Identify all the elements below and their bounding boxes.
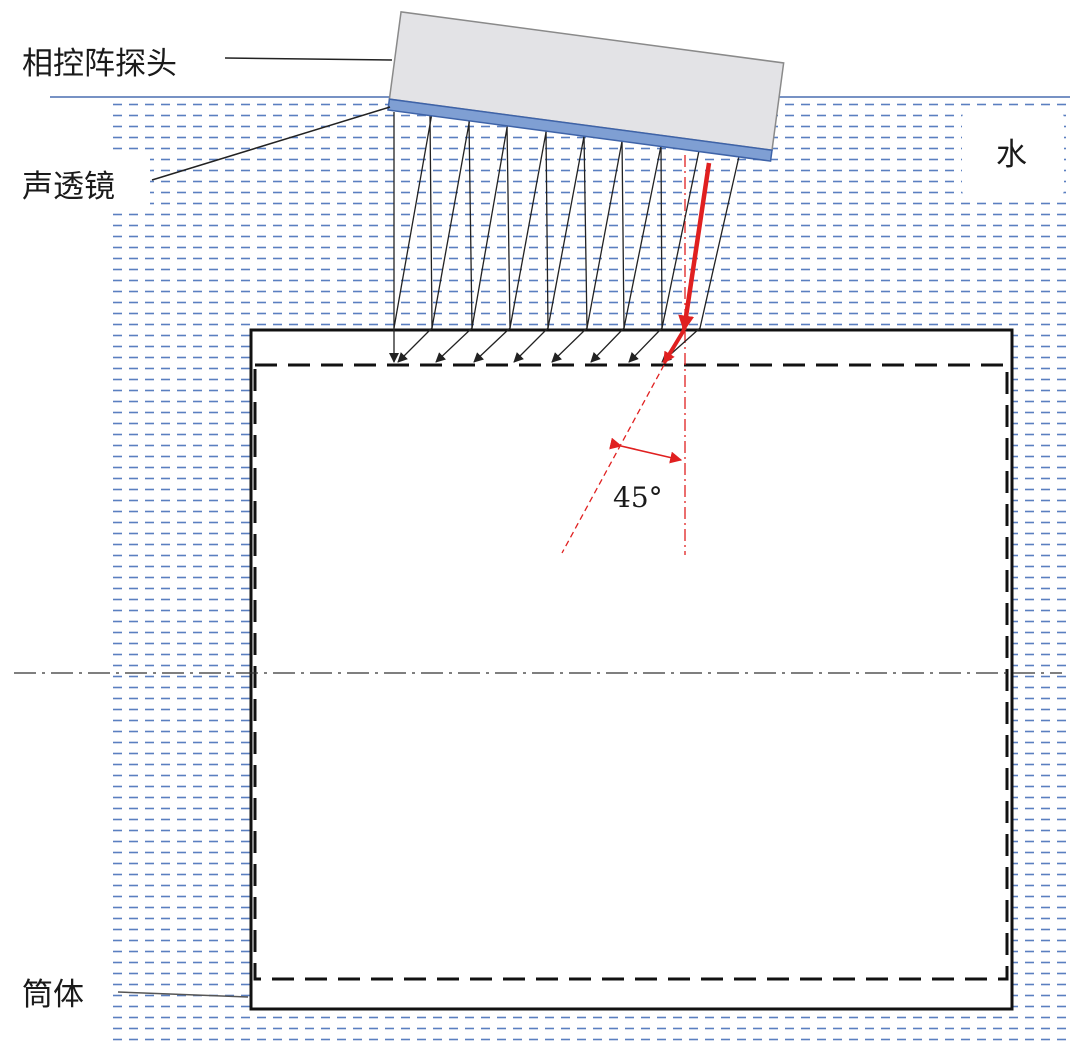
cylinder-leader-line xyxy=(117,991,249,998)
probe-label: 相控阵探头 xyxy=(22,46,177,82)
lens-label-bg xyxy=(108,150,150,210)
beam-diagonal xyxy=(623,140,663,329)
cylinder-label: 筒体 xyxy=(22,977,84,1013)
cylinder-outer-wall xyxy=(249,328,1014,1011)
water-label: 水 xyxy=(996,137,1027,173)
beam-diagonal xyxy=(431,117,471,329)
beam-diagonal xyxy=(471,121,509,329)
acoustic-lens xyxy=(387,98,773,162)
cylinder-inner-wall xyxy=(253,363,1009,981)
beam-diagonal xyxy=(547,130,586,329)
water-label-bg xyxy=(962,112,1064,196)
angle-arrow xyxy=(609,437,683,464)
angle-label: 45° xyxy=(613,481,663,514)
beam-diagonal xyxy=(586,135,624,329)
beam-diagonal xyxy=(661,145,701,329)
refracted-beam-line xyxy=(561,364,665,554)
highlight-beam-refracted xyxy=(662,328,686,365)
beam-diagonal xyxy=(509,126,548,329)
lens-leader-line xyxy=(151,106,391,181)
beam-diagonal xyxy=(393,112,433,329)
phased-array-probe xyxy=(387,11,785,162)
lens-label: 声透镜 xyxy=(22,169,115,205)
beam-paths xyxy=(389,112,741,363)
probe-leader-line xyxy=(224,57,393,61)
highlight-beam-incident xyxy=(678,162,712,332)
